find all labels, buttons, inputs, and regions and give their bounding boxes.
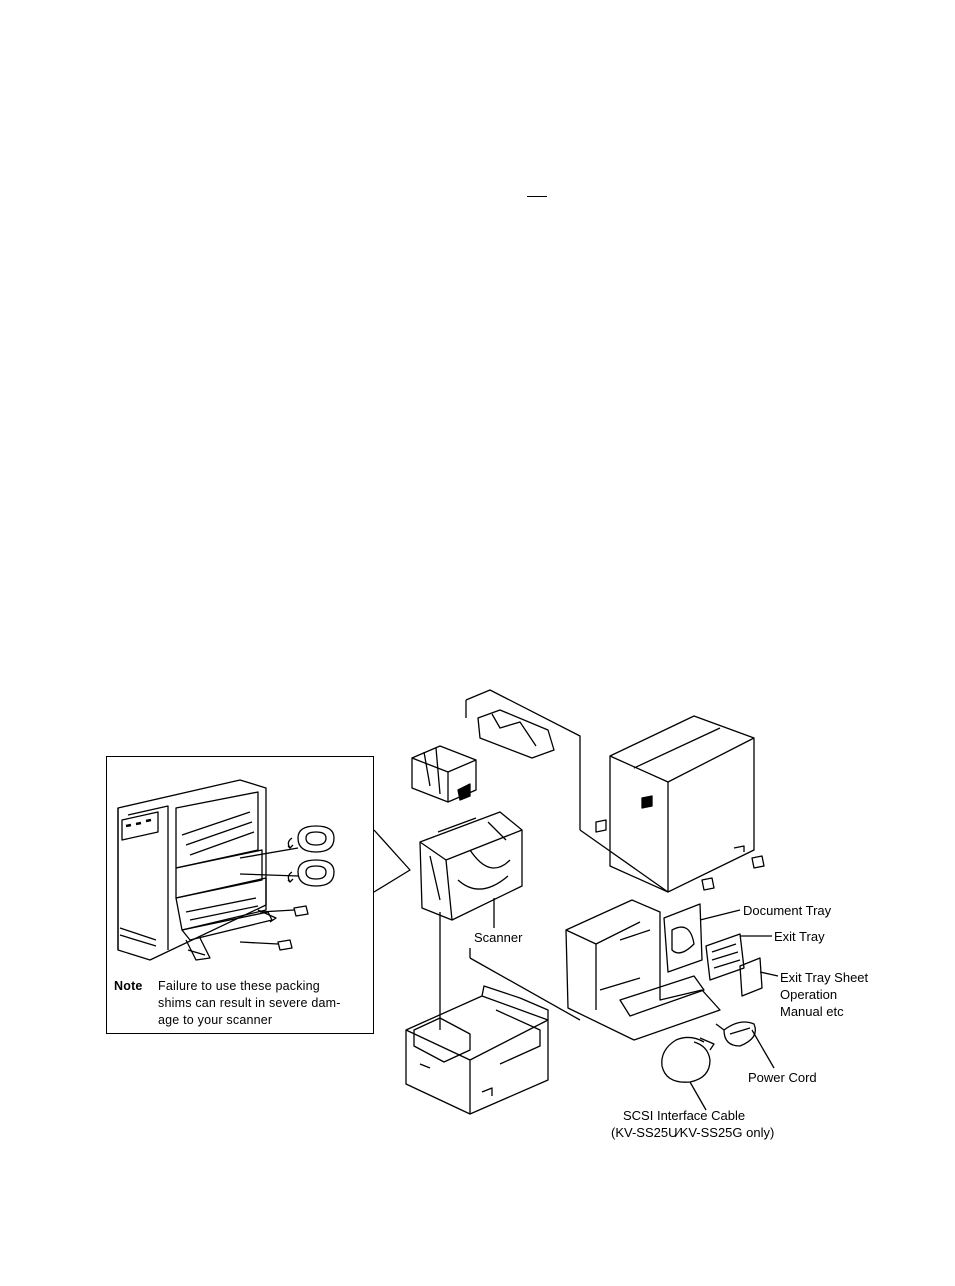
- document-tray-label: Document Tray: [743, 902, 831, 919]
- operation-label: Operation: [780, 986, 837, 1003]
- exit-tray-sheet: [740, 958, 778, 996]
- manual-etc-label: Manual etc: [780, 1003, 844, 1020]
- scsi-cable-label: SCSI Interface Cable: [623, 1107, 745, 1124]
- packing-shims: [240, 826, 334, 950]
- power-cord-label: Power Cord: [748, 1069, 817, 1086]
- accessory-tray-box: [566, 900, 720, 1040]
- note-line-2: shims can result in severe dam-: [114, 995, 370, 1012]
- power-cord: [716, 1022, 774, 1068]
- bagged-scanner: [420, 812, 522, 920]
- note-line-1-text: Failure to use these packing: [158, 979, 320, 993]
- outer-carton: [580, 716, 764, 892]
- scsi-models-label: (KV-SS25U∕KV-SS25G only): [611, 1124, 774, 1141]
- note-line-3: age to your scanner: [114, 1012, 370, 1029]
- exit-tray-label: Exit Tray: [774, 928, 825, 945]
- foam-cap-top: [466, 690, 580, 830]
- exit-tray-sheet-label: Exit Tray Sheet: [780, 969, 868, 986]
- scsi-cable: [662, 1037, 714, 1110]
- scanner-label: Scanner: [474, 929, 522, 946]
- inset-callout: [374, 830, 410, 892]
- inset-scanner-drawing: [118, 780, 276, 960]
- note-heading: Note: [114, 978, 158, 995]
- foam-block-top: [412, 746, 476, 802]
